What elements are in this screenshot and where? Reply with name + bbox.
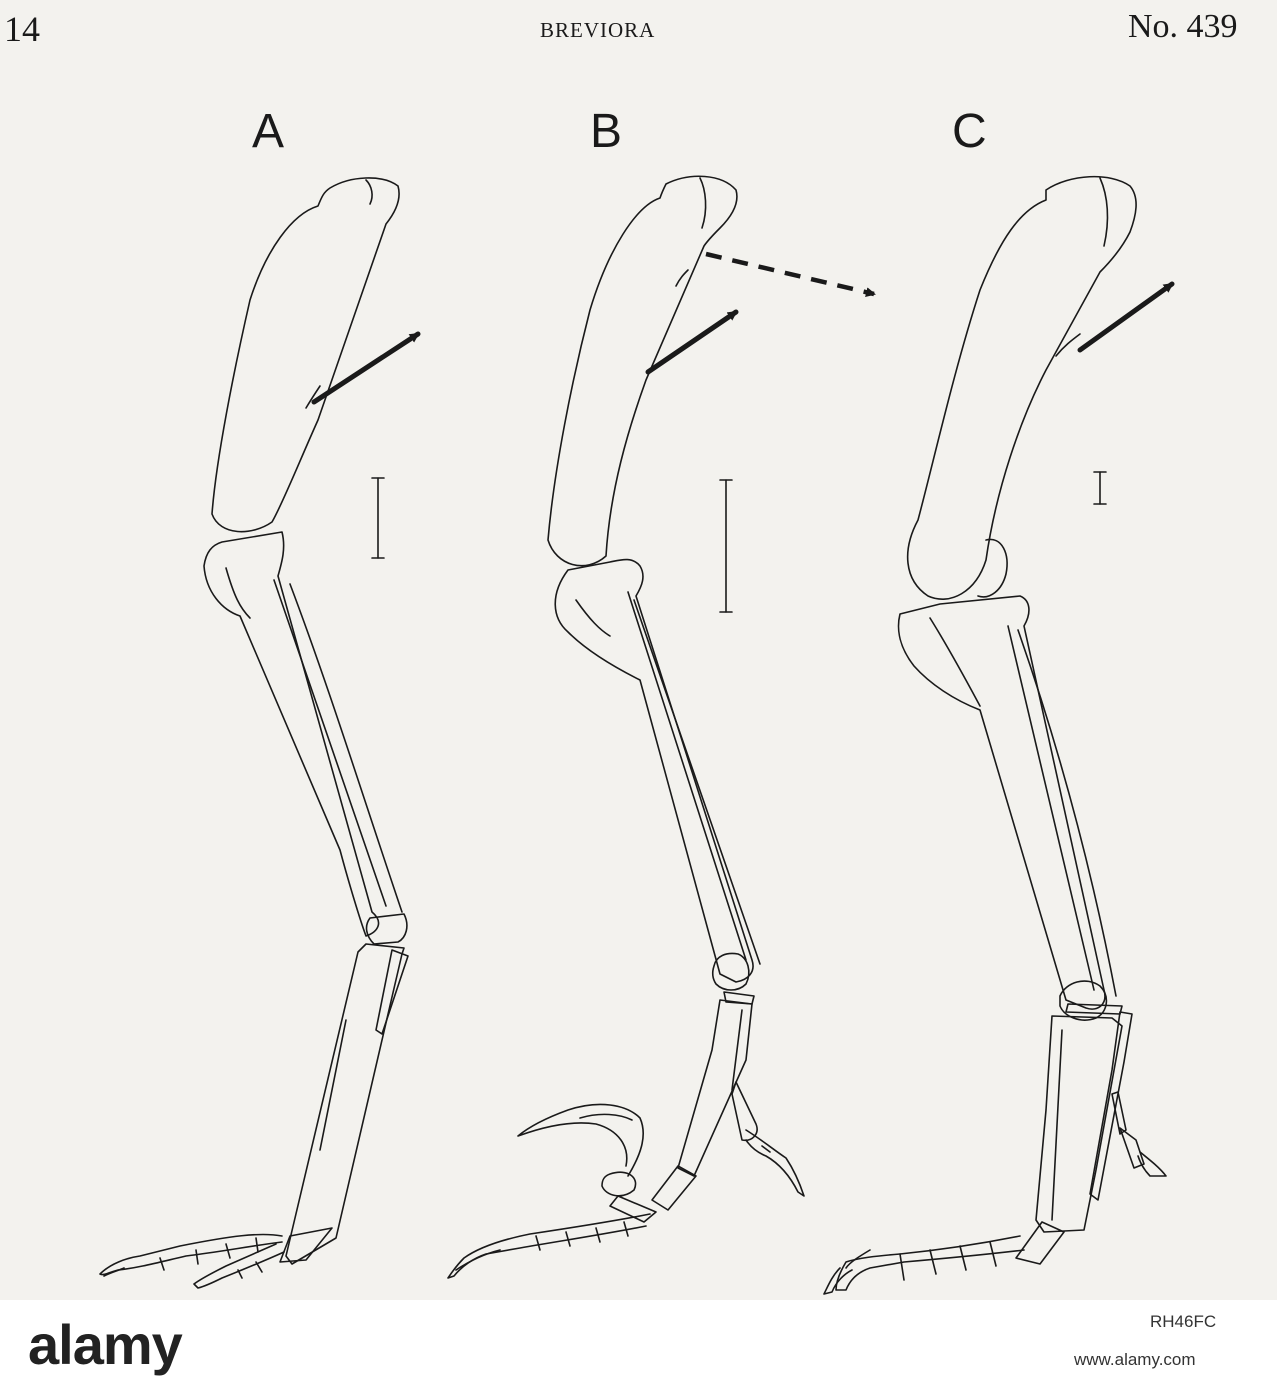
muscle-arrow-c (1077, 281, 1175, 353)
panel-label-b: B (590, 105, 623, 158)
scale-bar-a (371, 477, 385, 559)
panel-label-a: A (252, 105, 285, 158)
panel-label-c: C (952, 105, 987, 158)
tarsometatarsus-c (1035, 1011, 1133, 1233)
watermark-footer (0, 1300, 1277, 1390)
femur-b (547, 175, 738, 567)
scale-bar-b (719, 479, 733, 613)
toes-b (447, 1165, 697, 1279)
ankle-b (711, 952, 755, 1005)
hallux-claw-b (731, 1081, 805, 1197)
muscle-arrow-a (311, 331, 421, 405)
leg-b-drawing (447, 175, 876, 1279)
leg-c-drawing (823, 175, 1175, 1295)
site-url: www.alamy.com (1074, 1350, 1196, 1369)
running-title: BREVIORA (540, 18, 656, 42)
tibiotarsus-b (554, 558, 761, 983)
tibiotarsus-a (203, 531, 403, 937)
tarsometatarsus-a (285, 943, 409, 1265)
tibiotarsus-c (897, 595, 1117, 1010)
hallux-c (1111, 1091, 1167, 1177)
leg-skeleton-figure (99, 175, 1175, 1295)
page-number: 14 (4, 9, 40, 49)
scale-bar-c (1093, 471, 1107, 505)
tarsometatarsus-b (677, 999, 753, 1177)
sickle-claw-b (517, 1103, 644, 1197)
leg-a-drawing (99, 177, 421, 1289)
alamy-logo: alamy (28, 1313, 183, 1376)
femur-a (211, 177, 400, 533)
ankle-a (365, 913, 408, 945)
toes-c (823, 1221, 1065, 1295)
dashed-arrow-b (705, 251, 876, 298)
toes-a (99, 1227, 333, 1289)
issue-number: No. 439 (1128, 8, 1238, 45)
image-id: RH46FC (1150, 1312, 1217, 1331)
femur-c (906, 175, 1137, 600)
book-page: 14 BREVIORA No. 439 A B C (0, 0, 1277, 1300)
muscle-arrow-b (645, 309, 739, 375)
patella-c (977, 538, 1008, 598)
